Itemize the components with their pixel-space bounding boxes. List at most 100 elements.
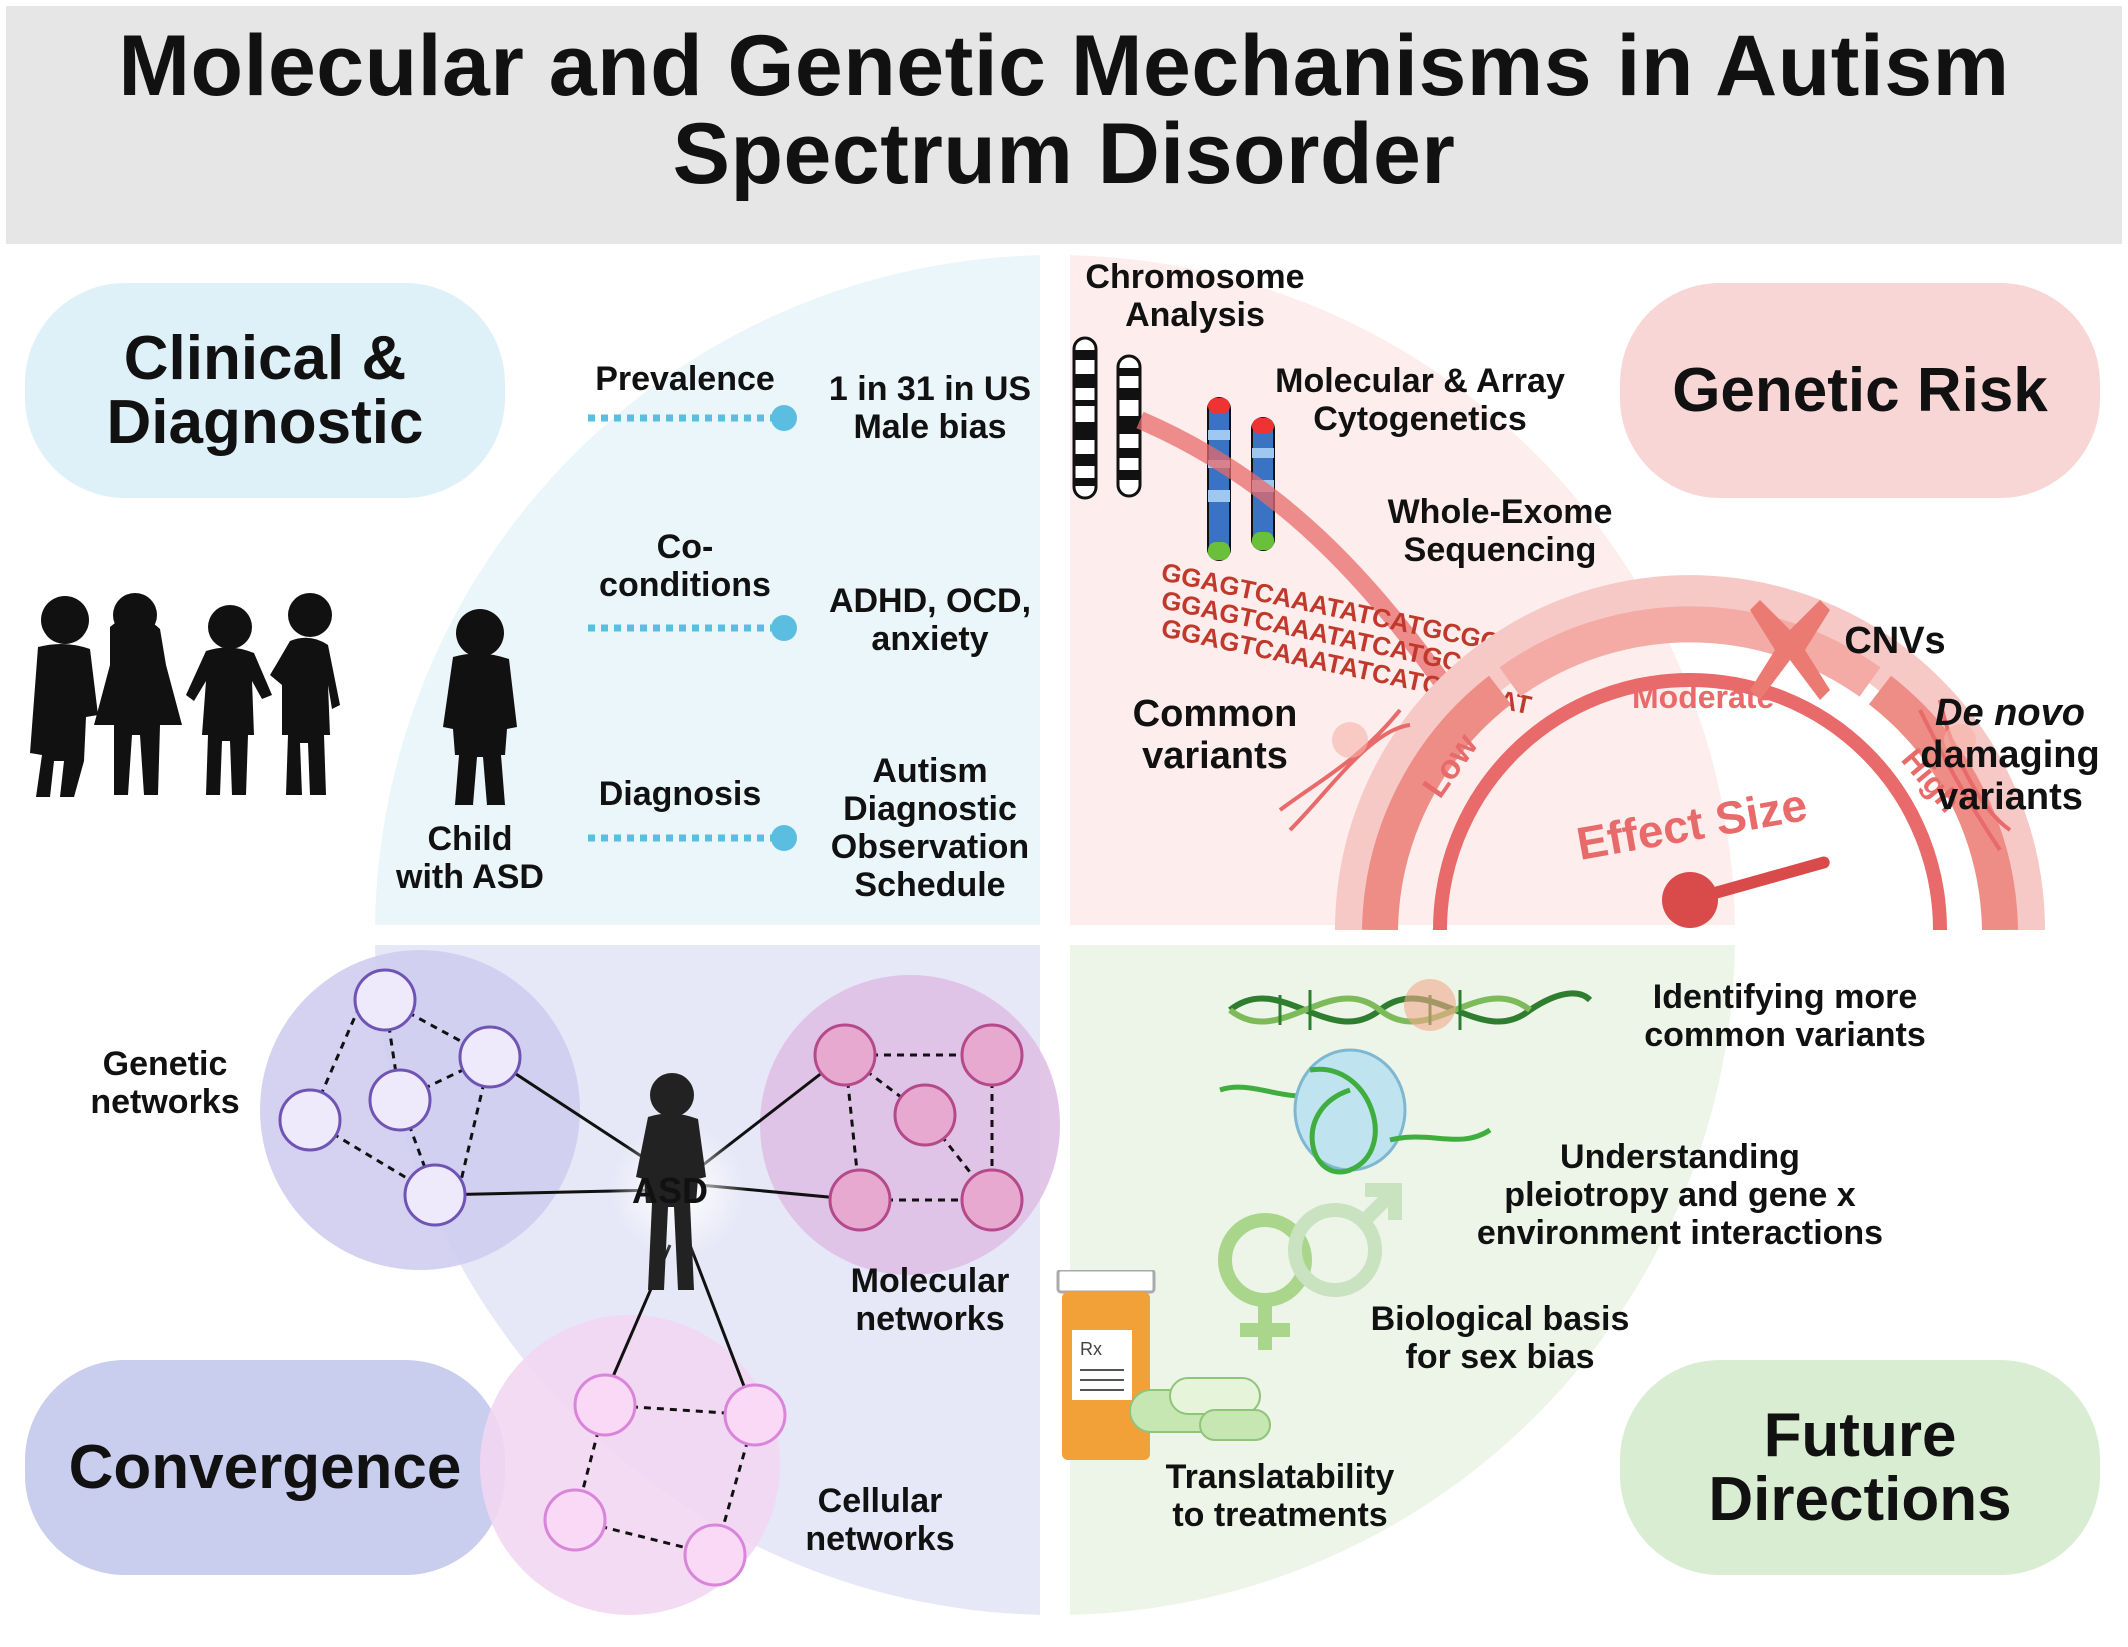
future-heading-line1: Future (1763, 1400, 1957, 1470)
diagnosis-value-line3: Observation (830, 828, 1030, 866)
prevalence-dot (771, 405, 797, 431)
cellular-node-1 (573, 1373, 637, 1437)
cellular-node-3 (543, 1488, 607, 1552)
genetic-node-1 (353, 968, 417, 1032)
diagnosis-label-text: Diagnosis (598, 775, 762, 813)
future-sex-bias-label: Biological basis for sex bias (1340, 1300, 1660, 1376)
clinical-connectors (588, 405, 797, 851)
de-novo-label: De novo damaging variants (1900, 692, 2120, 818)
child-with-asd-icon (443, 609, 517, 805)
future-treatments-line1: Translatability (1165, 1458, 1395, 1496)
clinical-heading-pill: Clinical & Diagnostic (25, 283, 505, 498)
dna-helix-denovo-icon (1918, 699, 2012, 852)
coconditions-label-line1: Co- (656, 528, 714, 566)
cnvs-text: CNVs (1844, 620, 1946, 662)
diagnosis-value-line4: Schedule (854, 866, 1006, 904)
rx-label: Rx (1080, 1339, 1102, 1359)
page-title: Molecular and Genetic Mechanisms in Auti… (118, 18, 2010, 202)
cytogenetics-label: Molecular & Array Cytogenetics (1240, 362, 1600, 438)
cellular-node-2 (723, 1383, 787, 1447)
genetic-heading-pill: Genetic Risk (1620, 283, 2100, 498)
prevalence-value: 1 in 31 in US Male bias (800, 370, 1060, 446)
genetic-node-5 (403, 1163, 467, 1227)
coconditions-value-line2: anxiety (871, 620, 989, 658)
genetic-networks-line2: networks (90, 1083, 240, 1121)
future-heading-line2: Directions (1708, 1464, 2012, 1534)
capsules-icon (1129, 1377, 1271, 1441)
molecular-networks-label: Molecular networks (830, 1262, 1030, 1338)
molecular-networks-line2: networks (855, 1300, 1005, 1338)
gauge-moderate-label: Moderate (1632, 679, 1774, 715)
title-bar (6, 6, 2122, 244)
gauge-moderate-segment (1499, 606, 1881, 697)
coconditions-dot (771, 615, 797, 641)
children-group-icon (30, 593, 340, 797)
child-label-line1: Child (427, 820, 513, 858)
cellular-node-4 (683, 1523, 747, 1587)
future-treatments-label: Translatability to treatments (1120, 1458, 1440, 1534)
gauge-low-segment (1362, 675, 1512, 930)
cnv-chromosome-icon (1750, 600, 1830, 700)
genetic-networks-label: Genetic networks (65, 1045, 265, 1121)
dna-helix-common-icon (1278, 708, 1411, 832)
molecular-node-3 (893, 1083, 957, 1147)
chromosome-analysis-label: Chromosome Analysis (1050, 258, 1340, 334)
prevalence-value-line2: Male bias (853, 408, 1007, 446)
sex-symbols-icon (1218, 1183, 1402, 1350)
exome-label: Whole-Exome Sequencing (1355, 493, 1645, 569)
convergence-network-diagram: ASD (260, 950, 1060, 1615)
cellular-networks-line2: networks (805, 1520, 955, 1558)
cellular-networks-line1: Cellular (817, 1482, 943, 1520)
common-variants-line2: variants (1142, 735, 1288, 777)
genetic-node-3 (368, 1068, 432, 1132)
chromosome-label-line2: Analysis (1125, 296, 1265, 334)
future-pleiotropy-line2: pleiotropy and gene x (1504, 1176, 1856, 1214)
future-illustrations (1218, 979, 1593, 1350)
future-pleiotropy-line3: environment interactions (1476, 1214, 1884, 1252)
diagnosis-value-line2: Diagnostic (843, 790, 1017, 828)
convergence-heading: Convergence (68, 1433, 462, 1502)
asd-center-label: ASD (632, 1170, 708, 1211)
common-variants-line1: Common (1132, 693, 1298, 735)
future-variants-line1: Identifying more (1652, 978, 1918, 1016)
molecular-node-2 (960, 1023, 1024, 1087)
chromosome-label-line1: Chromosome (1085, 258, 1305, 296)
de-novo-line3: variants (1937, 776, 2083, 818)
diagnosis-value-line1: Autism (872, 752, 988, 790)
cnvs-label: CNVs (1835, 622, 1955, 660)
genetic-networks-line1: Genetic (102, 1045, 228, 1083)
convergence-heading-pill: Convergence (25, 1360, 505, 1575)
pill-bottle-icon: Rx (1056, 1270, 1271, 1460)
diagnosis-label: Diagnosis (575, 775, 785, 813)
asd-child-icon (636, 1073, 706, 1290)
molecular-node-1 (813, 1023, 877, 1087)
cellular-networks-label: Cellular networks (780, 1482, 980, 1558)
coconditions-label: Co- conditions (575, 528, 795, 604)
coconditions-value: ADHD, OCD, anxiety (800, 582, 1060, 658)
common-variants-label: Common variants (1115, 693, 1315, 777)
coconditions-label-line2: conditions (599, 566, 771, 604)
genetic-heading: Genetic Risk (1672, 356, 2048, 425)
future-variants-line2: common variants (1644, 1016, 1926, 1054)
dna-helix-icon (1228, 979, 1593, 1031)
clinical-heading-line2: Diagnostic (106, 387, 424, 457)
effect-size-label: Effect Size (1573, 778, 1811, 870)
future-sex-bias-line1: Biological basis (1370, 1300, 1630, 1338)
future-pleiotropy-label: Understanding pleiotropy and gene x envi… (1430, 1138, 1930, 1252)
future-quadrant-bg (1070, 945, 1735, 1615)
de-novo-line2: damaging (1920, 734, 2100, 776)
molecular-node-4 (828, 1168, 892, 1232)
genetic-quadrant-bg (1070, 255, 1735, 925)
gauge-needle-hub (1662, 872, 1718, 928)
cytogenetics-label-line1: Molecular & Array (1275, 362, 1565, 400)
karyotype-chromosomes-icon (1072, 336, 1142, 500)
molecular-node-5 (960, 1168, 1024, 1232)
prevalence-label-text: Prevalence (595, 360, 775, 398)
coconditions-value-line1: ADHD, OCD, (828, 582, 1032, 620)
genetic-node-4 (278, 1088, 342, 1152)
genetic-node-2 (458, 1025, 522, 1089)
nucleosome-icon (1219, 1048, 1492, 1175)
analysis-progression-arrow (1136, 411, 1463, 706)
diagnosis-dot (771, 825, 797, 851)
exome-label-line1: Whole-Exome (1387, 493, 1613, 531)
